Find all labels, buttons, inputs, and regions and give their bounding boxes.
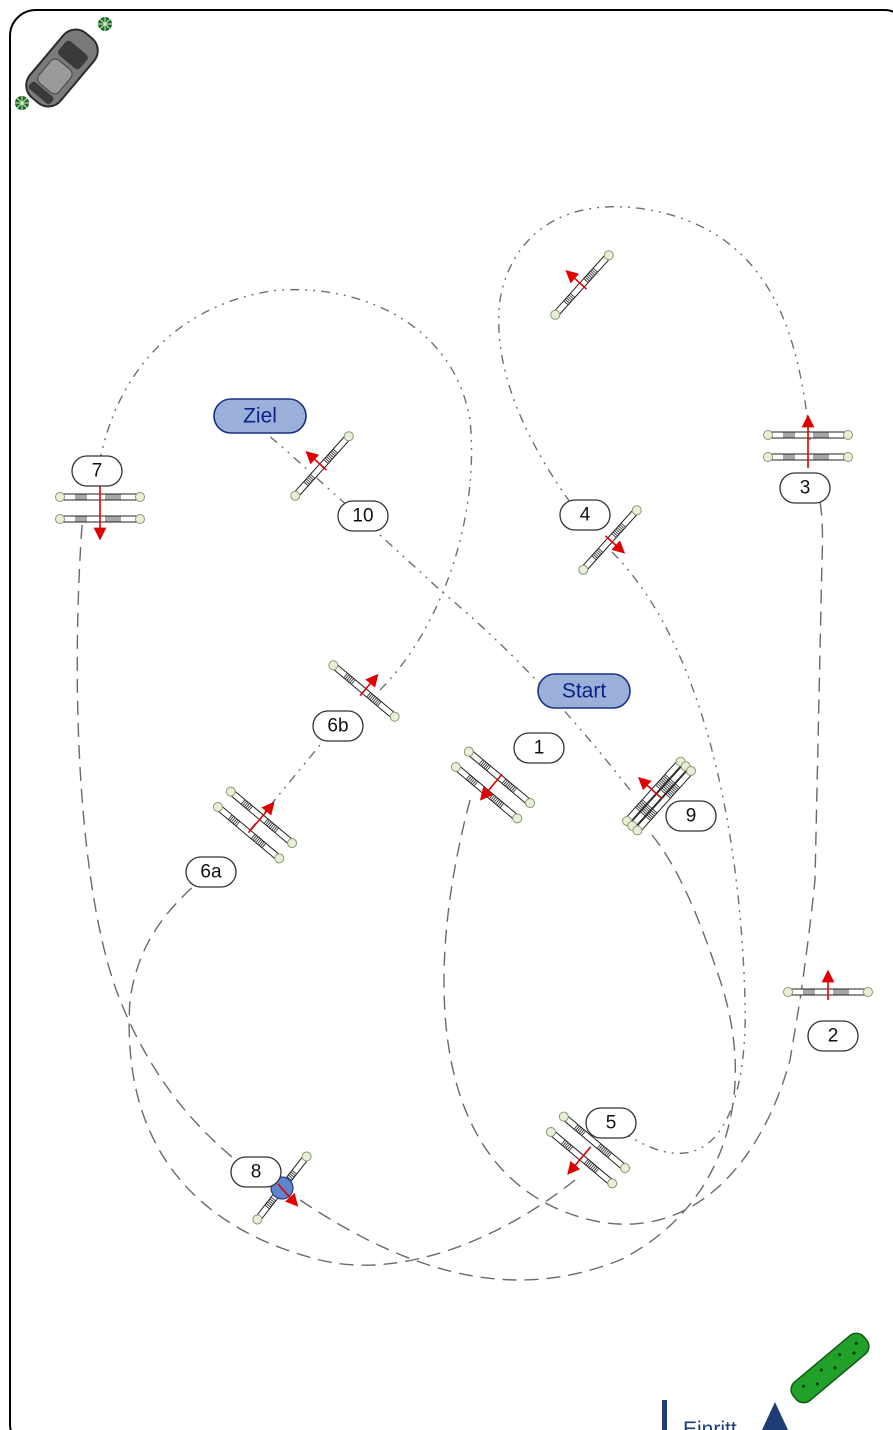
entry-label: Einritt <box>683 1418 737 1430</box>
course-route <box>76 206 824 1281</box>
number-tag-3-text: 3 <box>800 478 811 499</box>
number-tag-8-text: 8 <box>251 1162 262 1183</box>
number-tag-10-text: 10 <box>352 506 373 527</box>
car-icon <box>25 28 99 108</box>
number-tag-2: 2 <box>807 1020 859 1052</box>
number-tag-5: 5 <box>585 1107 637 1139</box>
finish-label: Ziel <box>213 398 307 434</box>
entry-arrow-icon <box>762 1402 788 1430</box>
obstacle-6a <box>211 784 299 866</box>
obstacle-4 <box>576 503 644 577</box>
number-tag-4: 4 <box>559 499 611 531</box>
obstacle-7 <box>55 486 145 541</box>
number-tag-4-text: 4 <box>580 505 591 526</box>
number-tag-7-text: 7 <box>92 461 103 482</box>
shrub-icon <box>98 17 112 31</box>
number-tag-7: 7 <box>71 455 123 487</box>
obstacle-2 <box>783 969 873 1000</box>
arena-boundary <box>9 9 893 1430</box>
number-tag-8: 8 <box>230 1156 282 1188</box>
hedge-icon <box>790 1332 870 1404</box>
entry-gate-bar <box>662 1400 667 1430</box>
number-tag-6a: 6a <box>185 856 237 888</box>
start-label: Start <box>537 673 631 709</box>
number-tag-6b: 6b <box>312 710 364 742</box>
obstacle-6b <box>326 658 402 724</box>
number-tag-10: 10 <box>337 500 389 532</box>
number-tag-6b-text: 6b <box>327 716 348 737</box>
obstacle-9 <box>620 754 698 838</box>
number-tag-2-text: 2 <box>828 1026 839 1047</box>
number-tag-6a-text: 6a <box>200 862 222 883</box>
obstacle-unnumbered <box>548 248 616 322</box>
entry-marker: Einritt <box>662 1400 788 1430</box>
number-tag-1-text: 1 <box>534 738 545 759</box>
number-tag-9: 9 <box>665 800 717 832</box>
finish-label-text: Ziel <box>243 405 277 428</box>
shrub-icon <box>15 96 29 110</box>
number-tag-3: 3 <box>779 472 831 504</box>
obstacle-1 <box>449 744 537 826</box>
obstacle-3 <box>763 414 853 468</box>
number-tag-9-text: 9 <box>686 806 697 827</box>
number-tag-5-text: 5 <box>606 1113 617 1134</box>
obstacle-10 <box>288 429 356 503</box>
start-label-text: Start <box>562 680 607 703</box>
number-tag-1: 1 <box>513 732 565 764</box>
obstacle-5 <box>544 1109 632 1191</box>
